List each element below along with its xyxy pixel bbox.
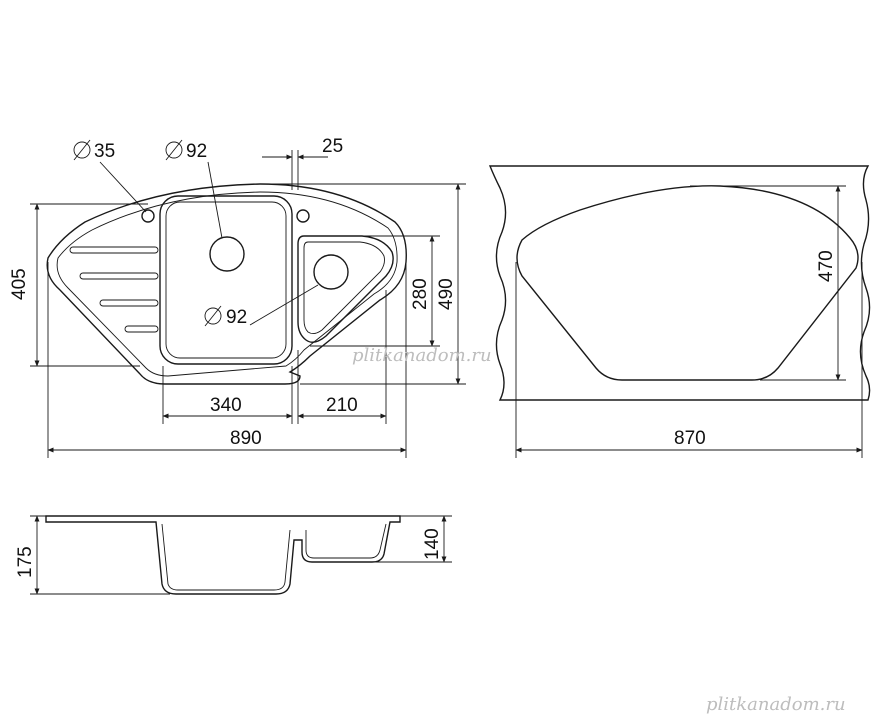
secondary-drain-icon — [313, 254, 349, 290]
diameter-symbol-icon — [204, 305, 222, 327]
drain-rib-1 — [69, 246, 159, 254]
tap-hole-left-icon — [141, 209, 155, 223]
label-dia-35: 35 — [94, 141, 115, 162]
sink-inner-outline — [56, 191, 398, 377]
label-dia-92-top: 92 — [186, 141, 207, 162]
cabinet-view: 470 870 — [488, 165, 871, 458]
main-bowl-outer — [159, 195, 293, 365]
leader-d92-bottom — [249, 284, 319, 326]
label-dia-92-bottom: 92 — [226, 307, 247, 328]
top-view: 35 92 92 25 405 280 490 — [9, 136, 466, 458]
leader-d92-top — [207, 161, 223, 239]
label-depth-280: 280 — [410, 278, 431, 310]
label-width-870: 870 — [674, 428, 706, 449]
side-profile — [45, 515, 401, 595]
cutout-outline — [516, 185, 859, 381]
label-depth-490: 490 — [436, 278, 457, 310]
label-overall-890: 890 — [230, 428, 262, 449]
side-profile-inner-2 — [305, 523, 387, 559]
secondary-bowl-outer — [297, 235, 394, 343]
secondary-bowl-inner — [303, 241, 385, 335]
label-width-25: 25 — [322, 136, 343, 157]
drain-rib-3 — [99, 299, 159, 307]
leader-d35 — [99, 161, 147, 213]
drain-rib-4 — [124, 325, 159, 333]
label-depth-470: 470 — [816, 250, 837, 282]
label-height-175: 175 — [15, 546, 36, 578]
label-depth-405: 405 — [9, 268, 30, 300]
main-drain-icon — [209, 236, 245, 272]
label-bowl-210: 210 — [326, 395, 358, 416]
drain-rib-2 — [79, 272, 159, 280]
cabinet-outline — [488, 165, 871, 401]
watermark-center: plitkanadom.ru — [352, 345, 492, 366]
side-profile-inner — [161, 523, 291, 591]
diameter-symbol-icon — [73, 139, 91, 161]
side-view: 175 140 — [15, 515, 452, 595]
main-bowl-inner — [165, 201, 287, 359]
watermark-corner: plitkanadom.ru — [706, 694, 846, 715]
tap-hole-right-icon — [296, 209, 310, 223]
diameter-symbol-icon — [165, 139, 183, 161]
label-bowl-340: 340 — [210, 395, 242, 416]
label-height-140: 140 — [422, 528, 443, 560]
